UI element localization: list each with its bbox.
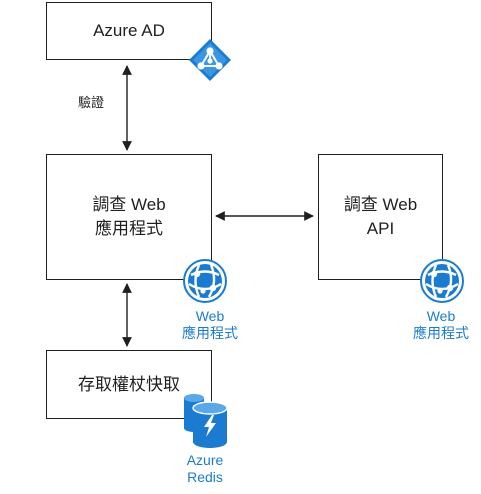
token-cache-label: 存取權杖快取 [78,374,180,394]
redis-caption-line2: Redis [187,469,223,485]
redis-caption-line1: Azure [186,452,224,468]
azure-active-directory-icon [189,39,231,81]
survey-web-api-box: 調查 Web API [318,154,443,280]
survey-web-api-label-line1: 調查 Web [343,195,418,214]
redis-caption: Azure Redis [170,452,240,486]
azure-ad-box: Azure AD [46,2,212,60]
web-app-caption-1-line1: Web [195,308,225,324]
globe-app-service-icon [183,259,227,303]
survey-web-app-label-line1: 調查 Web [92,195,166,214]
web-app-caption-2: Web 應用程式 [396,308,481,342]
survey-web-app-box: 調查 Web 應用程式 [46,154,212,280]
survey-web-api-label-line2: API [366,219,395,238]
web-app-caption-1-line2: 應用程式 [182,325,238,341]
auth-edge-label: 驗證 [78,95,105,110]
web-app-caption-1: Web 應用程式 [165,308,255,342]
globe-app-service-icon [420,259,464,303]
web-app-caption-2-line2: 應用程式 [413,325,469,341]
azure-ad-label: Azure AD [93,21,165,40]
web-app-caption-2-line1: Web [426,308,456,324]
azure-redis-cache-icon [184,394,228,448]
survey-web-app-label-line2: 應用程式 [95,219,163,238]
